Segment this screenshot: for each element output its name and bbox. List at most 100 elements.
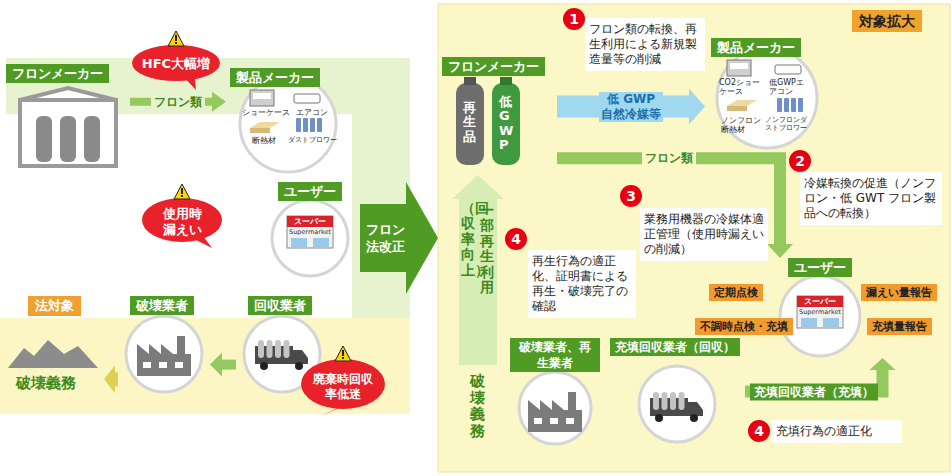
label-text: 充填行為の適正化 xyxy=(776,424,872,438)
yellow-band xyxy=(0,318,410,414)
text-box: フロンメーカー xyxy=(442,57,545,76)
label-text: フロンメーカー xyxy=(12,66,103,81)
edge-label: フロン類 xyxy=(154,94,202,108)
user-circle: ユーザースーパーSupermarket xyxy=(268,182,352,282)
label-text: 不調時点検・充填 xyxy=(700,320,788,333)
text-box: スーパー xyxy=(287,216,333,227)
connector xyxy=(130,92,226,112)
law-target-band: 法対象破壊義務 xyxy=(4,296,104,431)
callout-box: フロン類の転換、再生利用による新規製造量等の削減 xyxy=(585,18,705,71)
edge-label-box: 充填回収業者（充填） xyxy=(750,383,878,400)
maker-box: フロンメーカー再生品 低GWP xyxy=(442,57,557,167)
edge-label: フロン類 xyxy=(645,151,693,165)
text-box: フロン法改正 xyxy=(363,221,407,255)
label-text: 製品メーカー xyxy=(236,70,314,85)
label-text: 低GWP xyxy=(499,94,513,152)
label-text: 製品メーカー xyxy=(717,40,795,55)
node-shape xyxy=(4,296,104,431)
edge-label: 低 GWP 自然冷媒等 xyxy=(601,92,661,121)
label-text: 回収業者 xyxy=(254,298,306,313)
label-text: 漏えい量報告 xyxy=(866,286,932,299)
label-text: ユーザー xyxy=(794,260,846,275)
text-box: 再生行為の適正化、証明書による再生・破壊完了の確認 xyxy=(528,250,636,318)
label-text: 低GWPエアコン xyxy=(769,78,804,96)
label-text: エアコン xyxy=(296,108,328,117)
text-box: 製品メーカー xyxy=(230,68,320,87)
label-text: Supermarket xyxy=(799,308,841,316)
text-box: 回収業者 xyxy=(248,296,312,315)
connector-line xyxy=(221,360,236,370)
connector xyxy=(557,89,705,125)
label-text: 破壊業者 xyxy=(136,298,188,313)
label-text: 業務用機器の冷媒体適正管理（使用時漏えいの削減） xyxy=(644,212,764,256)
text-box: 定期点検 xyxy=(709,284,763,301)
arrow-head xyxy=(689,89,705,125)
connector xyxy=(210,353,236,377)
text-box: 漏えい量報告 xyxy=(861,284,937,301)
arrow-head xyxy=(210,353,222,377)
label-text: ノンフロン断熱材 xyxy=(721,116,761,134)
label-text: フロンメーカー xyxy=(448,59,539,74)
label-text: Supermarket xyxy=(289,228,331,236)
product-maker-circle: 製品メーカーショーケースエアコン断熱材 ダストブロワー xyxy=(226,68,350,176)
text-box: 破壊業者 xyxy=(130,296,194,315)
callout-number: 1 xyxy=(569,11,579,27)
text-box: スーパー xyxy=(797,296,843,307)
text-box: 廃棄時回収率低迷 xyxy=(312,372,374,402)
destroyer-circle: 破壊業者 xyxy=(118,296,210,394)
text-box: 破壊義務 xyxy=(470,373,485,439)
text-box: ショーケース xyxy=(242,108,290,117)
text-box: 充填量報告 xyxy=(867,318,932,335)
label-text: 破壊義務 xyxy=(470,372,485,440)
label-text: ショーケース xyxy=(242,108,290,117)
label-text: 再生行為の適正化、証明書による再生・破壊完了の確認 xyxy=(532,254,628,313)
maker-box: フロンメーカー xyxy=(6,64,130,172)
label-text: 法対象 xyxy=(35,298,74,313)
expanded-region xyxy=(438,4,950,472)
text-box: 充填行為の適正化 xyxy=(772,420,902,443)
text-box: HFC大幅増 xyxy=(130,56,222,72)
callout-number-circle: 4 xyxy=(505,228,527,250)
text-box: フロン類の転換、再生利用による新規製造量等の削減 xyxy=(585,18,705,71)
warning-bubble: 使用時漏えい xyxy=(140,188,224,244)
callout-number: 3 xyxy=(626,188,636,204)
text-box: 再生品 xyxy=(463,101,476,144)
arrow-head xyxy=(104,365,115,393)
arrow-head xyxy=(212,92,226,112)
revision-arrow: フロン法改正 xyxy=(360,182,438,294)
text-box: ダストブロワー xyxy=(288,136,337,144)
text-box: （回収率向上） xyxy=(461,201,475,278)
label-text: フロン類の転換、再生利用による新規製造量等の削減 xyxy=(589,22,697,66)
text-box: ノンフロン断熱材 xyxy=(721,116,763,134)
callout-number: 2 xyxy=(795,153,805,169)
node-shape xyxy=(360,182,438,294)
edge-label-box: フロン類 xyxy=(642,151,696,166)
text-box: 低GWP xyxy=(499,95,512,152)
label-text: 充填回収業者（回収） xyxy=(615,340,735,354)
text-box: CO2ショーケース xyxy=(719,78,765,96)
text-box: 低GWPエアコン xyxy=(769,78,809,96)
text-box: 断熱材 xyxy=(252,136,276,145)
label-text: 破壊義務 xyxy=(16,374,76,392)
label-text: HFC大幅増 xyxy=(142,56,210,71)
label-text: 使用時漏えい xyxy=(163,206,202,237)
text-box: 冷媒転換の促進（ノンフロン・低 GWT フロン製品への転換） xyxy=(800,172,942,225)
label-text: CO2ショーケース xyxy=(719,78,760,96)
label-text: スーパー xyxy=(804,297,836,306)
callout-box: 業務用機器の冷媒体適正管理（使用時漏えいの削減） xyxy=(640,208,768,261)
edge-label: 充填回収業者（充填） xyxy=(754,384,874,398)
text-box: Supermarket xyxy=(797,308,843,316)
label-text: ユーザー xyxy=(284,184,336,199)
callout-number-circle: 2 xyxy=(789,150,811,172)
text-box: 業務用機器の冷媒体適正管理（使用時漏えいの削減） xyxy=(640,208,768,261)
text-box: Supermarket xyxy=(287,228,333,236)
collector-circle: 充填回収業者（回収） xyxy=(610,338,745,445)
text-box: 不調時点検・充填 xyxy=(695,318,793,335)
callout-number: 4 xyxy=(754,423,764,439)
text-box: 破壊業者、再生業者 xyxy=(510,338,600,372)
label-text: フロン法改正 xyxy=(366,222,405,254)
arrow-head xyxy=(870,358,896,370)
warning-bubble: 廃棄時回収率低迷 xyxy=(300,352,386,410)
text-box: フロンメーカー xyxy=(6,64,109,83)
product-maker-circle: 製品メーカーCO2ショーケース低GWPエアコンノンフロン断熱材ノンフロンダストブ… xyxy=(705,38,829,148)
